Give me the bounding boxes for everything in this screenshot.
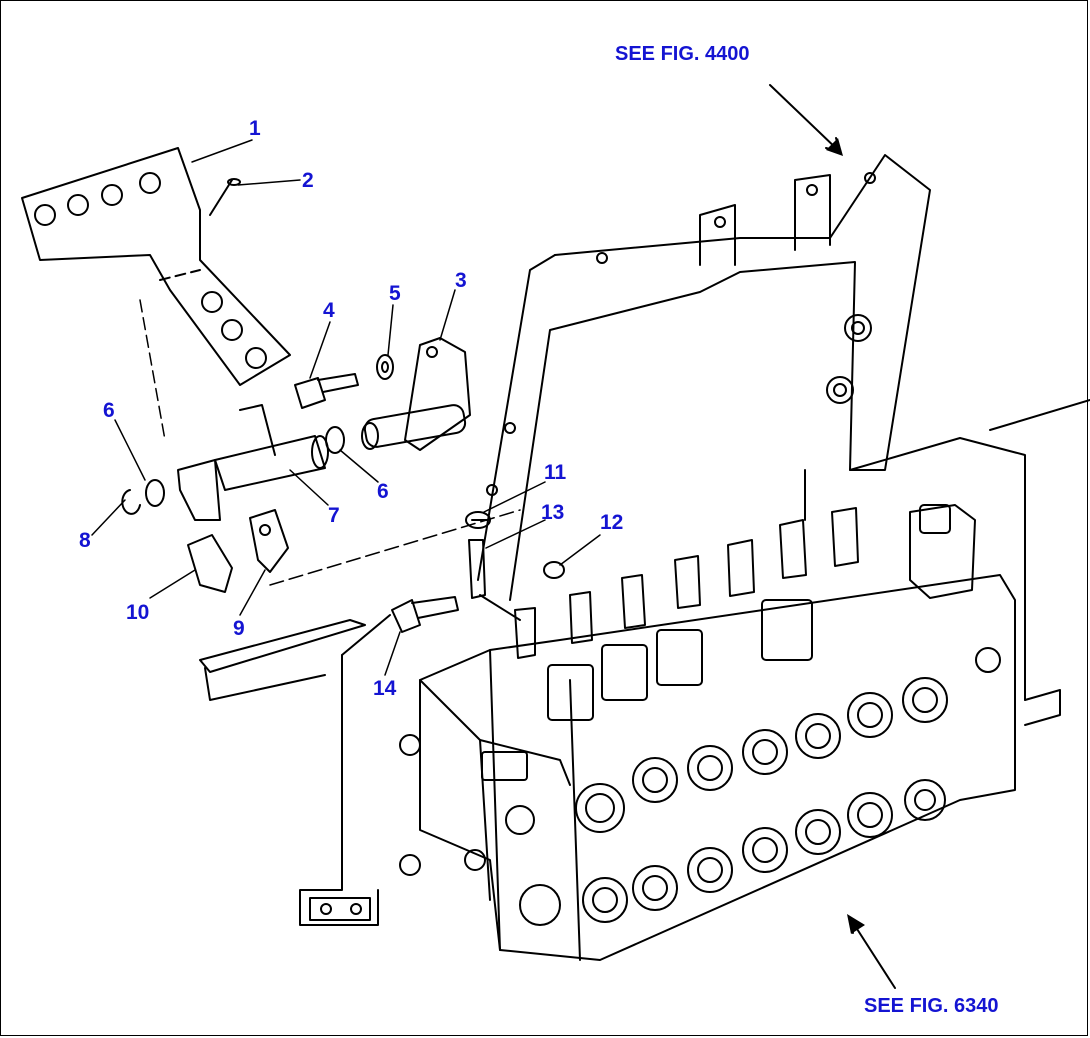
part-label-1: 1 <box>249 117 261 140</box>
part-label-9: 9 <box>233 617 245 640</box>
arrowhead-bottom <box>847 914 865 934</box>
part-label-2: 2 <box>302 169 314 192</box>
pedal-shaft <box>177 404 329 521</box>
bolt-4 <box>294 373 359 409</box>
part-label-14: 14 <box>373 677 397 700</box>
part-label-13: 13 <box>541 501 565 524</box>
reference-top: SEE FIG. 4400 <box>615 43 750 65</box>
clevis <box>249 509 289 573</box>
washer-5 <box>376 354 394 380</box>
part-label-4: 4 <box>323 299 335 322</box>
part-label-11: 11 <box>544 461 567 484</box>
bushings <box>145 426 345 507</box>
base-plate <box>199 614 1061 926</box>
arrowhead-top <box>826 138 843 156</box>
shaft-plate <box>361 337 471 451</box>
reference-bottom: SEE FIG. 6340 <box>864 995 999 1017</box>
part-label-6-right: 6 <box>377 480 389 503</box>
main-frame <box>477 154 1090 701</box>
pedal-bracket <box>21 147 291 386</box>
leader-lines <box>91 139 601 676</box>
rod-linkage <box>391 511 565 633</box>
part-label-7: 7 <box>328 504 340 527</box>
snap-ring <box>121 489 141 515</box>
control-valve <box>399 504 1016 961</box>
part-label-3: 3 <box>455 269 467 292</box>
clip <box>187 534 233 593</box>
part-label-8: 8 <box>79 529 91 552</box>
part-label-12: 12 <box>600 511 624 534</box>
part-label-6-left: 6 <box>103 399 115 422</box>
screw <box>209 178 241 216</box>
part-label-10: 10 <box>126 601 150 624</box>
part-label-5: 5 <box>389 282 401 305</box>
